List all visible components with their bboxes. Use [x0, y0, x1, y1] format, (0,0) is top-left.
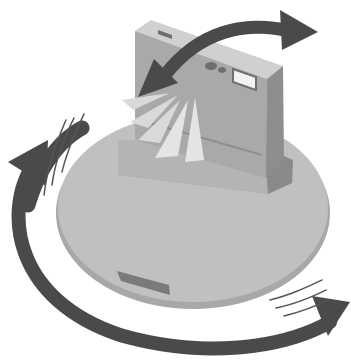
rotate-arrow-head-left — [8, 140, 48, 186]
tilt-arrow-icon — [138, 10, 318, 97]
turntable-slot — [117, 271, 170, 295]
camera-shutter-button — [158, 30, 172, 39]
camera-sensor — [218, 67, 226, 73]
camera-viewfinder — [205, 62, 217, 70]
rotate-arrow-front-segment — [11, 163, 337, 356]
motion-lines — [43, 113, 329, 317]
flash-light-icon — [122, 93, 204, 162]
tilt-arrow-head-left — [138, 59, 178, 97]
camera-side-face — [266, 66, 284, 178]
camera-flash-window — [232, 67, 257, 92]
tilt-arrow-head-right — [280, 10, 318, 50]
rotate-arrow-icon — [8, 140, 350, 356]
camera-top-face — [135, 20, 283, 79]
rotate-arrow-head-right — [312, 296, 350, 336]
